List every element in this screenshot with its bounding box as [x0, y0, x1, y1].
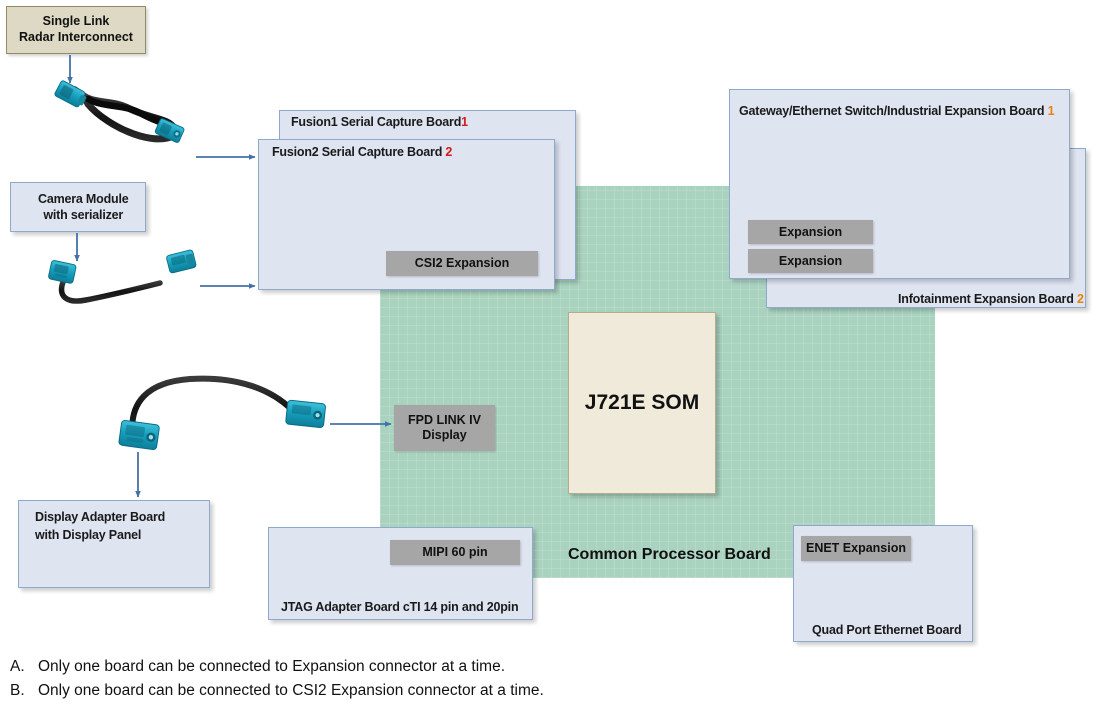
radar-interconnect-cable [74, 85, 179, 143]
footnote-b-text: Only one board can be connected to CSI2 … [38, 682, 544, 700]
fusion2-label: Fusion2 Serial Capture Board 2 [272, 145, 452, 159]
jtag-adapter-label: JTAG Adapter Board cTI 14 pin and 20pin [281, 600, 519, 614]
gateway-superscript: 1 [1047, 104, 1055, 118]
camera-module-line1: Camera Module [38, 192, 129, 206]
footnote-a-key: A. [10, 658, 25, 675]
fusion1-label-text: Fusion1 Serial Capture Board [291, 115, 462, 129]
camera-module-label: Camera Module with serializer [38, 191, 129, 224]
csi2-expansion-label: CSI2 Expansion [414, 256, 510, 270]
display-adapter-line1: Display Adapter Board [35, 510, 166, 524]
infotainment-superscript: 2 [1076, 292, 1084, 306]
expansion-connector-1[interactable]: Expansion [748, 220, 873, 244]
display-cable [129, 375, 295, 441]
enet-expansion-connector[interactable]: ENET Expansion [801, 536, 911, 561]
fakra-connector-camera-a [48, 260, 77, 284]
j721e-som-label: J721E SOM [584, 391, 700, 414]
radar-interconnect-line2: Radar Interconnect [19, 30, 133, 44]
display-adapter-board[interactable] [18, 500, 210, 588]
camera-module-cable [58, 279, 163, 304]
fakra-connector-radar-b [154, 118, 185, 143]
mipi-60-pin-connector[interactable]: MIPI 60 pin [390, 540, 520, 565]
footnote-b: B. Only one board can be connected to CS… [0, 679, 1100, 703]
j721e-som[interactable]: J721E SOM [568, 312, 716, 494]
expansion-connector-2[interactable]: Expansion [748, 249, 873, 273]
fusion1-superscript: 1 [461, 115, 468, 129]
camera-module-board[interactable] [10, 182, 146, 232]
fusion2-label-text: Fusion2 Serial Capture Board [272, 145, 443, 159]
common-processor-board-label: Common Processor Board [568, 546, 771, 563]
quad-port-ethernet-label: Quad Port Ethernet Board [812, 623, 962, 637]
gateway-label: Gateway/Ethernet Switch/Industrial Expan… [739, 104, 1055, 118]
expansion-2-label: Expansion [778, 253, 843, 268]
csi2-expansion-connector[interactable]: CSI2 Expansion [386, 251, 538, 276]
fakra-connector-display-b [285, 399, 326, 428]
fakra-connector-camera-b [166, 249, 197, 274]
fusion2-superscript: 2 [445, 145, 453, 159]
single-link-radar-interconnect[interactable]: Single Link Radar Interconnect [6, 6, 146, 54]
display-adapter-label: Display Adapter Board with Display Panel [35, 508, 165, 544]
fusion1-label: Fusion1 Serial Capture Board1 [291, 115, 468, 129]
fpd-link-line2: Display [422, 428, 467, 442]
display-adapter-line2: with Display Panel [35, 528, 142, 543]
expansion-1-label: Expansion [778, 224, 843, 239]
enet-expansion-label: ENET Expansion [805, 541, 907, 555]
footnote-a: A. Only one board can be connected to Ex… [0, 655, 1100, 679]
fpd-link-line1: FPD LINK IV [408, 413, 481, 427]
radar-interconnect-line1: Single Link [42, 14, 110, 29]
footnote-a-text: Only one board can be connected to Expan… [38, 658, 506, 675]
mipi-60-pin-label: MIPI 60 pin [422, 545, 488, 559]
footnote-b-key: B. [10, 682, 25, 700]
fpd-link-iv-display-connector[interactable]: FPD LINK IV Display [394, 405, 495, 451]
footnotes: A. Only one board can be connected to Ex… [0, 655, 1100, 703]
camera-module-line2: with serializer [43, 208, 124, 223]
gateway-ethernet-industrial-expansion-board[interactable] [729, 89, 1070, 279]
fakra-connector-display-a [118, 419, 160, 451]
gateway-label-text: Gateway/Ethernet Switch/Industrial Expan… [739, 104, 1045, 118]
infotainment-label-text: Infotainment Expansion Board [898, 292, 1074, 306]
fakra-connector-radar-a [54, 80, 87, 108]
infotainment-label: Infotainment Expansion Board 2 [898, 292, 1084, 306]
